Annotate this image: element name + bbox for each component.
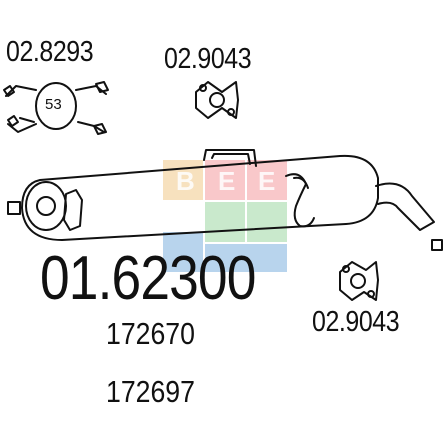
watermark-letter-b: B [176,166,195,196]
reference-number-2: 172697 [106,374,195,409]
clamp-left-nut [3,85,15,97]
clamp-drawing [3,81,109,135]
muffler-inlet-side [63,189,83,231]
clamp-right-nut-lower [93,123,107,135]
gasket-top-bolt-hole [199,84,207,92]
reference-number-1: 172670 [106,316,195,351]
muffler-inlet-face [25,181,67,231]
clamp-code: 02.8293 [6,36,94,68]
gasket-top-code: 02.9043 [164,43,252,75]
hanger-bracket-inner [211,153,251,165]
inlet-connection-marker [7,201,21,215]
watermark-letter-e-2: E [258,166,276,196]
gasket-bottom-bolt-hole [342,265,350,273]
gasket-bottom-bolt-hole-2 [367,290,375,298]
hanger-rod [285,173,315,228]
gasket-bottom-hole [350,273,366,289]
muffler-drawing [7,149,443,251]
hanger-rod-loop [293,176,309,189]
watermark-tile-green-2 [247,202,287,242]
watermark-tile-blue [163,232,203,272]
gasket-top-outline [195,81,239,119]
gasket-bottom-drawing [339,261,379,301]
muffler-inlet-pipe [36,196,56,216]
gasket-top-drawing [195,81,239,119]
watermark-tile-blue-2 [205,244,287,272]
gasket-bottom-outline [339,261,379,301]
muffler-body [21,154,379,241]
clamp-ring [35,82,77,130]
clamp-left-nut-lower [7,115,19,127]
part-number: 01.62300 [40,244,256,313]
gasket-top-hole [209,92,225,108]
watermark-tile-green [205,202,245,242]
gasket-bottom-code: 02.9043 [312,306,400,338]
watermark-letter-e: E [218,166,236,196]
clamp-right-nut [95,81,109,93]
clamp-diameter: 53 [45,96,62,113]
hanger-bracket [203,149,257,167]
watermark-tile-red-2 [247,160,287,200]
tail-pipe [375,182,435,231]
gasket-top-bolt-hole-2 [227,108,235,116]
outlet-connection-marker [431,239,443,251]
